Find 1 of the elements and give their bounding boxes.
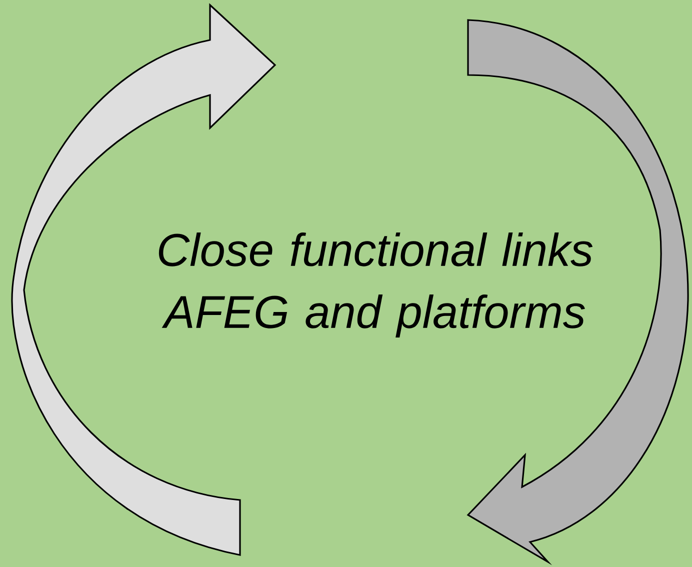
- center-text: Close functional links AFEG and platforms: [158, 232, 593, 338]
